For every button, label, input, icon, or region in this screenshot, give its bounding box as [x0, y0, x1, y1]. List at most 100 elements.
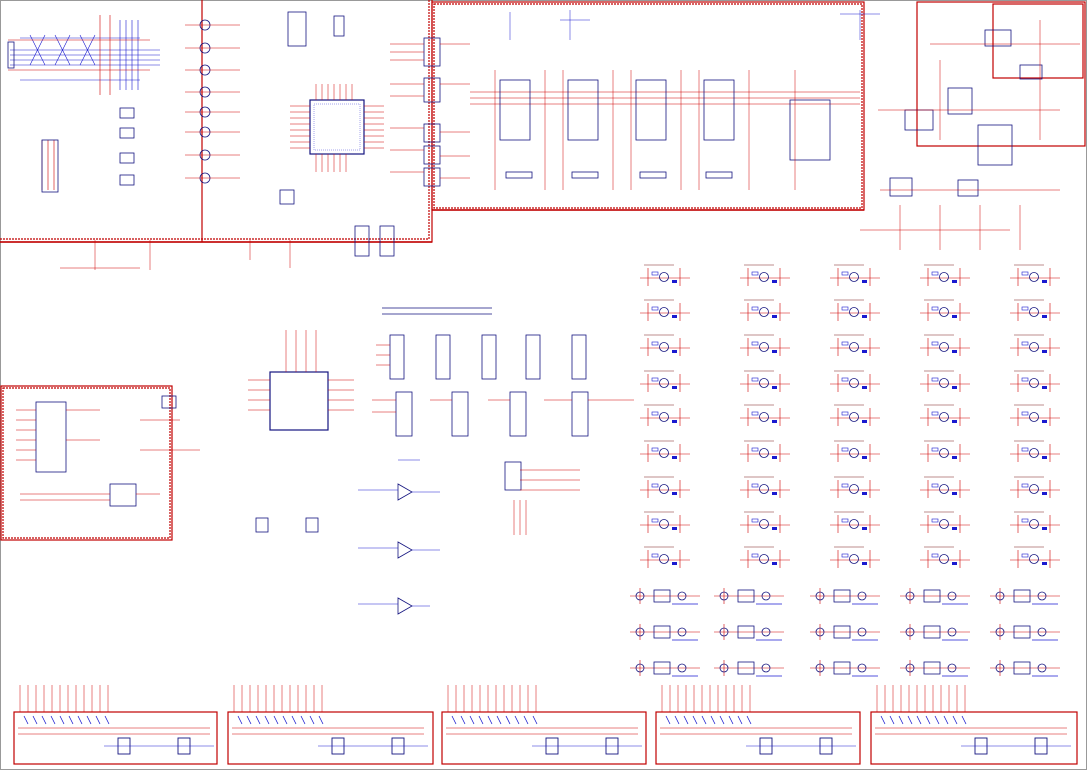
opto-cell — [990, 588, 1060, 605]
transistor-icon — [635, 591, 645, 601]
resistor-icon — [1021, 447, 1029, 452]
transistor-cell — [830, 511, 880, 533]
transistor-icon — [677, 663, 687, 673]
transistor-icon — [939, 484, 949, 494]
top-left-components — [7, 11, 470, 270]
resistor-icon — [1021, 377, 1029, 382]
transistor-icon — [1029, 554, 1039, 564]
resistor-icon — [751, 341, 759, 346]
resistor-icon — [651, 483, 659, 488]
transistor-icon — [905, 591, 915, 601]
resistor-icon — [1021, 271, 1029, 276]
opamp-wires — [358, 459, 440, 607]
capacitor-icon — [672, 386, 677, 389]
opamp-icon — [397, 597, 413, 615]
resistor-icon — [841, 377, 849, 382]
transistor-icon — [849, 412, 859, 422]
transistor-cell — [1010, 370, 1060, 392]
resistor-icon — [751, 271, 759, 276]
capacitor-icon — [862, 456, 867, 459]
chip-icon — [653, 625, 671, 639]
resistor-icon — [931, 306, 939, 311]
connector-block-content — [232, 685, 428, 755]
transistor-icon — [939, 272, 949, 282]
transistor-cell — [640, 264, 690, 286]
transistor-cell — [1010, 334, 1060, 356]
capacitor-icon — [952, 280, 957, 283]
top-center-driver-block — [431, 1, 865, 211]
transistor-icon — [659, 412, 669, 422]
transistor-cell — [920, 370, 970, 392]
resistor-icon — [1021, 341, 1029, 346]
transistor-icon — [905, 627, 915, 637]
transistor-cell — [1010, 299, 1060, 321]
resistor-icon — [841, 518, 849, 523]
capacitor-icon — [862, 386, 867, 389]
chip-icon — [653, 661, 671, 675]
bottom-connector-contents — [18, 685, 1071, 755]
opamp-icon — [397, 483, 413, 501]
capacitor-icon — [1042, 350, 1047, 353]
capacitor-icon — [862, 492, 867, 495]
resistor-icon — [651, 341, 659, 346]
transistor-cell — [740, 476, 790, 498]
transistor-cell — [740, 370, 790, 392]
transistor-icon — [849, 519, 859, 529]
transistor-icon — [759, 342, 769, 352]
transistor-cell — [1010, 440, 1060, 462]
driver-channel-verticals — [494, 70, 796, 190]
resistor-icon — [1021, 518, 1029, 523]
transistor-cell — [740, 334, 790, 356]
transistor-icon — [1029, 484, 1039, 494]
driver-stack-wires — [390, 43, 470, 179]
resistor-icon — [651, 411, 659, 416]
bottom-connector-block-2 — [227, 711, 434, 765]
capacitor-icon — [772, 386, 777, 389]
transistor-cell — [640, 546, 690, 568]
resistor-icon — [1021, 483, 1029, 488]
top-center-components — [470, 10, 880, 190]
left-connector-block — [0, 385, 173, 541]
capacitor-icon — [862, 420, 867, 423]
transistor-icon — [939, 412, 949, 422]
regulator — [279, 189, 295, 205]
transistor-icon — [659, 378, 669, 388]
capacitor-icon — [672, 527, 677, 530]
capacitor-icon — [672, 562, 677, 565]
opto-cell — [810, 588, 880, 605]
capacitor-icon — [952, 527, 957, 530]
resistor-icon — [931, 518, 939, 523]
transistor-icon — [849, 448, 859, 458]
transistor-icon — [905, 663, 915, 673]
transistor-icon — [761, 627, 771, 637]
chip-icon — [923, 625, 941, 639]
connector-block-content — [875, 685, 1071, 755]
below-block-nets — [60, 240, 291, 270]
capacitor-icon — [952, 492, 957, 495]
capacitor-icon — [772, 562, 777, 565]
transistor-cell — [830, 299, 880, 321]
transistor-cell — [640, 511, 690, 533]
transistor-icon — [939, 554, 949, 564]
resistor-icon — [751, 447, 759, 452]
transistor-icon — [659, 484, 669, 494]
transistor-icon — [659, 272, 669, 282]
chip-icon — [923, 661, 941, 675]
resistor-icon — [1021, 553, 1029, 558]
opamp-icon — [397, 541, 413, 559]
transistor-cell-grid — [640, 264, 1060, 568]
opto-cell — [630, 660, 700, 677]
middle-components — [255, 334, 589, 533]
opamps — [397, 483, 413, 615]
bottom-connector-block-3 — [441, 711, 647, 765]
opto-cell-grid — [630, 588, 1060, 677]
capacitor-icon — [952, 350, 957, 353]
transistor-icon — [659, 448, 669, 458]
transistor-cell — [1010, 511, 1060, 533]
left-block-wires — [16, 409, 200, 501]
opto-cell — [900, 624, 970, 641]
transistor-cell — [640, 440, 690, 462]
capacitor-icon — [772, 315, 777, 318]
driver-top-wires — [509, 10, 880, 40]
